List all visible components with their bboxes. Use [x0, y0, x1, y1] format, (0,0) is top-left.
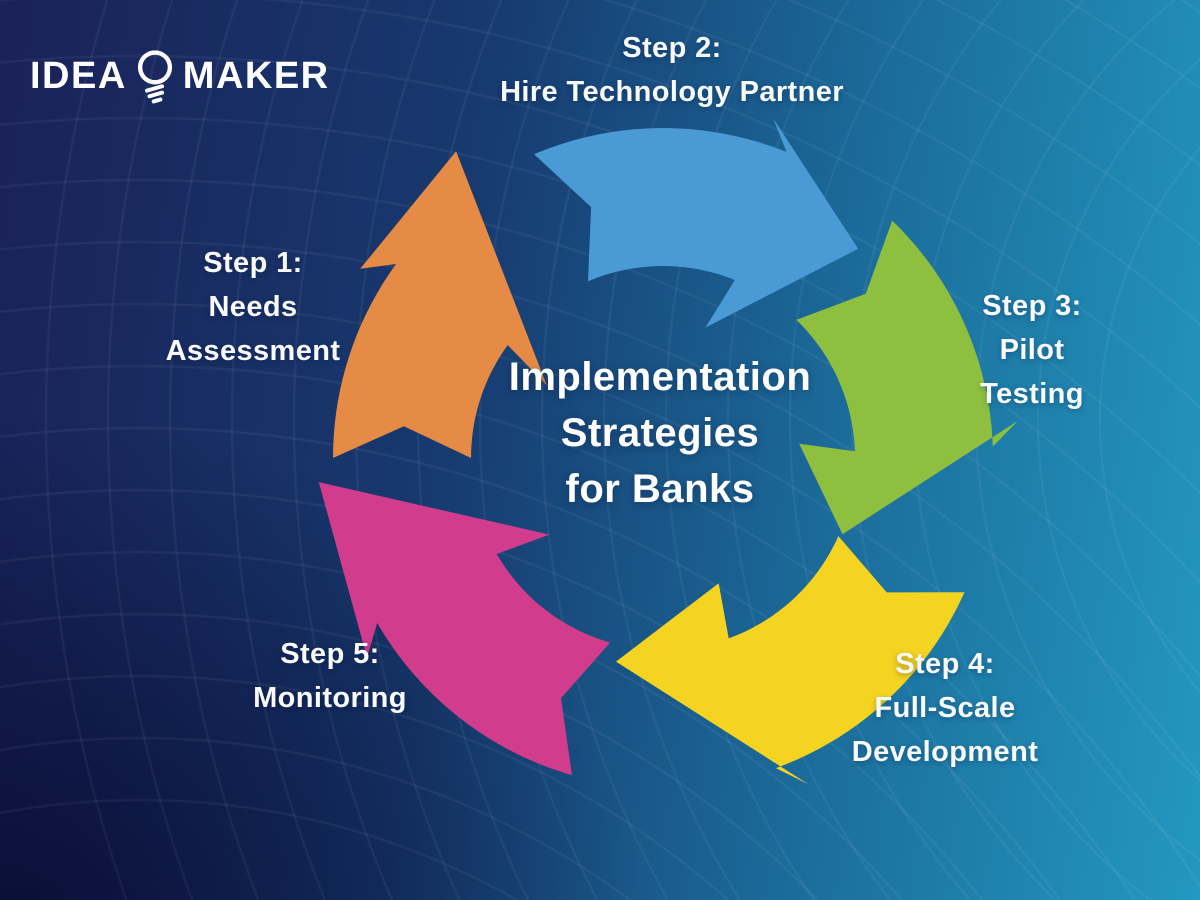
- background-arc: [0, 117, 1200, 585]
- background-arc: [1036, 58, 1200, 782]
- step-3-arrow green-curved-arrow: [796, 220, 1018, 535]
- background-arc: [231, 0, 327, 900]
- lightbulb-icon: [137, 50, 172, 104]
- idea-maker-logo: IDEA MAKER: [30, 42, 330, 110]
- background-arc: [726, 0, 892, 900]
- step-3-label: Step 3: Pilot Testing: [980, 290, 1084, 410]
- background-arc: [0, 365, 1137, 900]
- background-arc: [0, 303, 1200, 889]
- background-arc: [788, 0, 972, 900]
- background-arc: [293, 0, 394, 900]
- step-4-arrow yellow-curved-arrow: [616, 536, 965, 785]
- background-arc: [603, 0, 742, 900]
- step-5-arrow pink-curved-arrow: [318, 482, 611, 776]
- background-arc: [0, 55, 1200, 496]
- diagram-title: Implementation Strategies for Banks: [508, 355, 812, 511]
- logo-text-maker: MAKER: [182, 55, 330, 97]
- step-1-label: Step 1: Needs Assessment: [165, 247, 341, 367]
- background-arc: [0, 179, 1200, 679]
- background-arc: [479, 0, 600, 900]
- background-arc: [0, 489, 984, 900]
- background-arc: [665, 0, 816, 900]
- step-1-arrow orange-curved-arrow: [333, 151, 547, 459]
- background-arc: [0, 241, 1200, 780]
- background-arc: [0, 613, 820, 900]
- background-arc: [169, 0, 260, 900]
- step-2-arrow blue-curved-arrow: [534, 118, 859, 328]
- background-arc: [0, 798, 520, 900]
- background-arc: [45, 0, 129, 900]
- background-arc: [0, 551, 904, 900]
- step-4-label: Step 4: Full-Scale Development: [851, 648, 1039, 768]
- background-arc: [0, 675, 730, 900]
- background-arc: [107, 0, 194, 900]
- step-2-label: Step 2: Hire Technology Partner: [500, 32, 844, 108]
- logo-text-idea: IDEA: [30, 55, 127, 97]
- background-arc: [0, 427, 1061, 900]
- step-5-label: Step 5: Monitoring: [253, 638, 407, 714]
- background-arc: [1098, 146, 1200, 694]
- background-arc: [0, 736, 632, 900]
- background-arc: [541, 0, 670, 900]
